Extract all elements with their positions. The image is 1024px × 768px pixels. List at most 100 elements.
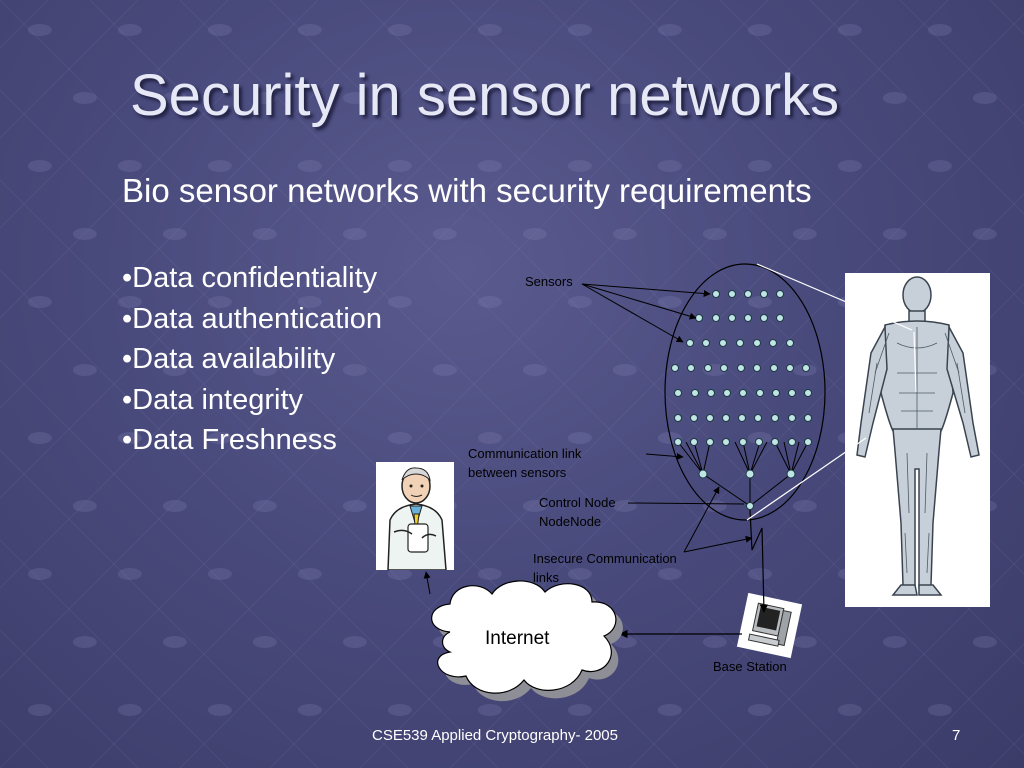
scientist-icon	[387, 467, 447, 571]
background-line	[0, 0, 679, 679]
background-dot	[927, 24, 952, 36]
background-dot	[297, 160, 322, 172]
background-dot	[252, 500, 277, 512]
background-dot	[522, 500, 547, 512]
background-dot	[522, 228, 547, 240]
background-dot	[27, 432, 52, 444]
background-line	[179, 0, 949, 768]
background-dot	[252, 636, 277, 648]
background-line	[0, 359, 409, 768]
background-dot	[837, 704, 862, 716]
sensor-node	[728, 290, 736, 298]
background-dot	[477, 24, 502, 36]
background-dot	[117, 160, 142, 172]
background-line	[269, 13, 1024, 768]
insecure-links	[619, 509, 769, 639]
background-dot	[207, 160, 232, 172]
background-dot	[27, 296, 52, 308]
sensor-node	[737, 364, 745, 372]
background-dot	[387, 432, 412, 444]
control-node-label-line1: Control Node	[539, 495, 616, 510]
bullet-item: •Data authentication	[122, 302, 383, 335]
cloud-icon	[431, 580, 617, 694]
sensor-node	[706, 414, 714, 422]
background-dot	[432, 228, 457, 240]
background-dot	[792, 636, 817, 648]
sensor-node	[690, 414, 698, 422]
label-arrows	[423, 283, 753, 595]
sensor-node	[804, 414, 812, 422]
background-dot	[657, 296, 682, 308]
sensor-node	[687, 364, 695, 372]
background-dot	[207, 24, 232, 36]
background-dot	[297, 704, 322, 716]
sensor-node	[744, 314, 752, 322]
sensor-node	[770, 364, 778, 372]
sensors-label: Sensors	[525, 274, 573, 289]
background-dot	[342, 228, 367, 240]
background-dot	[567, 432, 592, 444]
background-dot	[432, 92, 457, 104]
background-dot	[972, 636, 997, 648]
background-line	[809, 553, 1024, 768]
background-dot	[162, 228, 187, 240]
background-dot	[882, 228, 907, 240]
scientist-panel	[376, 462, 454, 571]
bullet-item: •Data availability	[122, 343, 336, 375]
background-dot	[567, 24, 592, 36]
sensor-node	[739, 438, 747, 446]
background-dot	[27, 160, 52, 172]
background-line	[0, 0, 409, 409]
sensor-node	[788, 389, 796, 397]
background-line	[0, 629, 139, 768]
internet-label: Internet	[485, 628, 550, 649]
background-dot	[927, 160, 952, 172]
background-dot	[387, 160, 412, 172]
sensor-node	[712, 314, 720, 322]
background-dot	[702, 636, 727, 648]
background-line	[0, 0, 229, 229]
background-dot	[207, 568, 232, 580]
background-dot	[72, 636, 97, 648]
sensor-node	[702, 339, 710, 347]
internet-cloud	[431, 580, 623, 702]
background-dot	[387, 296, 412, 308]
sensor-node	[804, 389, 812, 397]
background-dot	[792, 228, 817, 240]
background-dot	[297, 296, 322, 308]
background-dot	[612, 228, 637, 240]
background-dot	[792, 92, 817, 104]
sensor-node	[722, 438, 730, 446]
bullet-item: •Data Freshness	[122, 424, 337, 456]
background-line	[269, 0, 1024, 755]
sensor-node	[722, 414, 730, 422]
background-dot	[702, 500, 727, 512]
background-dot	[297, 568, 322, 580]
sensor-node	[776, 290, 784, 298]
background-dot	[342, 92, 367, 104]
background-dot	[207, 296, 232, 308]
background-dot	[117, 24, 142, 36]
communication-links	[677, 441, 809, 507]
sensor-node	[760, 314, 768, 322]
background-dot	[747, 704, 772, 716]
sensor-node	[712, 290, 720, 298]
background-dot	[342, 500, 367, 512]
background-dot	[792, 500, 817, 512]
background-dot	[27, 704, 52, 716]
background-dot	[72, 92, 97, 104]
background-line	[0, 449, 319, 768]
sensor-node	[674, 389, 682, 397]
background-dot	[522, 364, 547, 376]
background-line	[0, 0, 319, 319]
sensor-node	[720, 364, 728, 372]
sensor-node	[674, 414, 682, 422]
background-dot	[252, 92, 277, 104]
insecure-links-label-line1: Insecure Communication	[533, 551, 677, 566]
background-dot	[747, 432, 772, 444]
sensor-node	[744, 290, 752, 298]
background-dot	[117, 704, 142, 716]
sensor-node	[706, 438, 714, 446]
